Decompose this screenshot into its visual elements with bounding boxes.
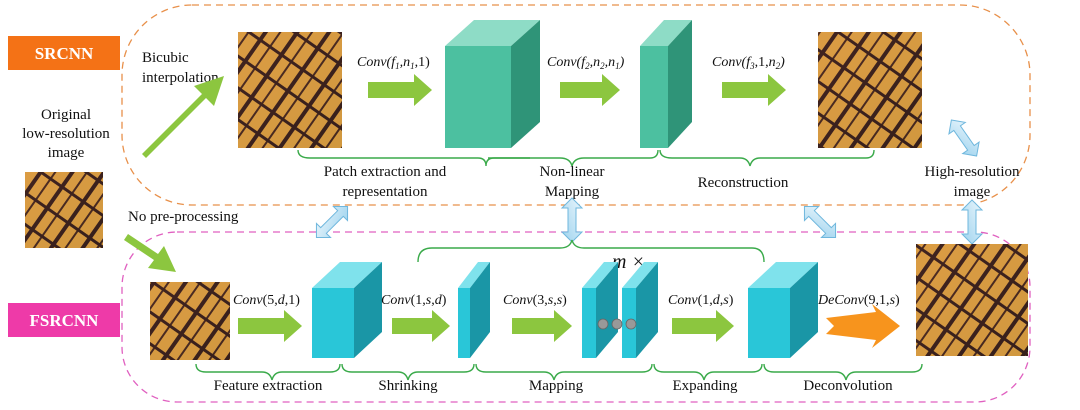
- hr-label-line2: image: [954, 184, 991, 200]
- srcnn-bracket-patch: [297, 149, 530, 167]
- srcnn-tag: SRCNN: [35, 44, 94, 63]
- fsrcnn-conv1-label: Conv(5,d,1): [233, 293, 300, 308]
- srcnn-stage1-line2: representation: [343, 184, 428, 200]
- fsrcnn-arrow-1: [238, 310, 302, 342]
- fsrcnn-mapping-layer-2: [622, 262, 658, 358]
- no-preprocessing-arrow: [124, 234, 176, 272]
- repeat-label: m ×: [612, 251, 645, 273]
- compare-arrow-feature-icon: [315, 205, 349, 239]
- srcnn-stage2-line2: Mapping: [545, 184, 600, 200]
- fsrcnn-bracket-expanding: [653, 363, 763, 381]
- srcnn-conv2-label: Conv(f2,n2,n1): [547, 55, 625, 71]
- srcnn-arrow-2: [560, 74, 620, 106]
- fsrcnn-shrink-layer: [458, 262, 490, 358]
- compare-arrow-reconstruction-icon: [803, 205, 837, 239]
- fsrcnn-stage1-label: Feature extraction: [214, 378, 323, 394]
- repeat-bracket: [417, 239, 765, 263]
- srcnn-arrow-3: [722, 74, 786, 106]
- bicubic-label-line2: interpolation: [142, 70, 219, 86]
- fsrcnn-output-image: [916, 244, 1028, 356]
- fsrcnn-deconv-label: DeConv(9,1,s): [817, 293, 900, 308]
- fsrcnn-conv3-label: Conv(3,s,s): [503, 293, 567, 308]
- srcnn-tag-box: [8, 36, 120, 70]
- srcnn-stage2-line1: Non-linear: [540, 164, 605, 180]
- no-preprocessing-label: No pre-processing: [128, 209, 239, 225]
- fsrcnn-arrow-2: [392, 310, 450, 342]
- fsrcnn-stage5-label: Deconvolution: [803, 378, 893, 394]
- compare-arrow-mapping-icon: [560, 197, 584, 243]
- original-label-line1: Original: [41, 107, 91, 123]
- srcnn-bracket-reconstruction: [659, 149, 875, 167]
- fsrcnn-input-image: [150, 282, 230, 360]
- srcnn-conv-layer-2: [640, 20, 692, 148]
- fsrcnn-arrow-4: [672, 310, 734, 342]
- fsrcnn-expand-layer: [748, 262, 818, 358]
- fsrcnn-conv2-label: Conv(1,s,d): [381, 293, 447, 308]
- original-label-line2: low-resolution: [22, 126, 110, 142]
- srcnn-conv3-label: Conv(f3,1,n2): [712, 55, 785, 71]
- srcnn-bracket-nonlinear: [488, 149, 659, 167]
- fsrcnn-stage4-label: Expanding: [673, 378, 738, 394]
- srcnn-conv-layer-1: [445, 20, 540, 148]
- fsrcnn-tag-box: [8, 303, 120, 337]
- fsrcnn-stage2-label: Shrinking: [378, 378, 438, 394]
- compare-arrow-top-right-icon: [948, 119, 980, 157]
- fsrcnn-tag: FSRCNN: [30, 311, 100, 330]
- bicubic-label-line1: Bicubic: [142, 50, 189, 66]
- original-lowres-image: [25, 172, 103, 248]
- srcnn-conv1-label: Conv(f1,n1,1): [357, 55, 430, 71]
- bicubic-arrow: [142, 76, 224, 158]
- fsrcnn-bracket-deconv: [763, 363, 923, 381]
- fsrcnn-feature-layer: [312, 262, 382, 358]
- srcnn-arrow-1: [368, 74, 432, 106]
- fsrcnn-group-border: [121, 231, 1031, 403]
- compare-arrow-hr-icon: [960, 199, 984, 245]
- srcnn-input-image: [238, 32, 342, 148]
- hr-label-line1: High-resolution: [925, 164, 1020, 180]
- deconv-arrow: [826, 304, 900, 348]
- fsrcnn-mapping-layer-1: [582, 262, 618, 358]
- fsrcnn-bracket-shrinking: [341, 363, 475, 381]
- fsrcnn-bracket-feature: [195, 363, 341, 381]
- fsrcnn-bracket-mapping: [475, 363, 653, 381]
- fsrcnn-stage3-label: Mapping: [529, 378, 584, 394]
- original-label-line3: image: [48, 145, 85, 161]
- srcnn-output-image: [818, 32, 922, 148]
- ellipsis-dots-icon: [597, 318, 637, 330]
- srcnn-stage1-line1: Patch extraction and: [324, 164, 447, 180]
- fsrcnn-arrow-3: [512, 310, 572, 342]
- fsrcnn-conv4-label: Conv(1,d,s): [668, 293, 734, 308]
- srcnn-stage3-label: Reconstruction: [698, 175, 789, 191]
